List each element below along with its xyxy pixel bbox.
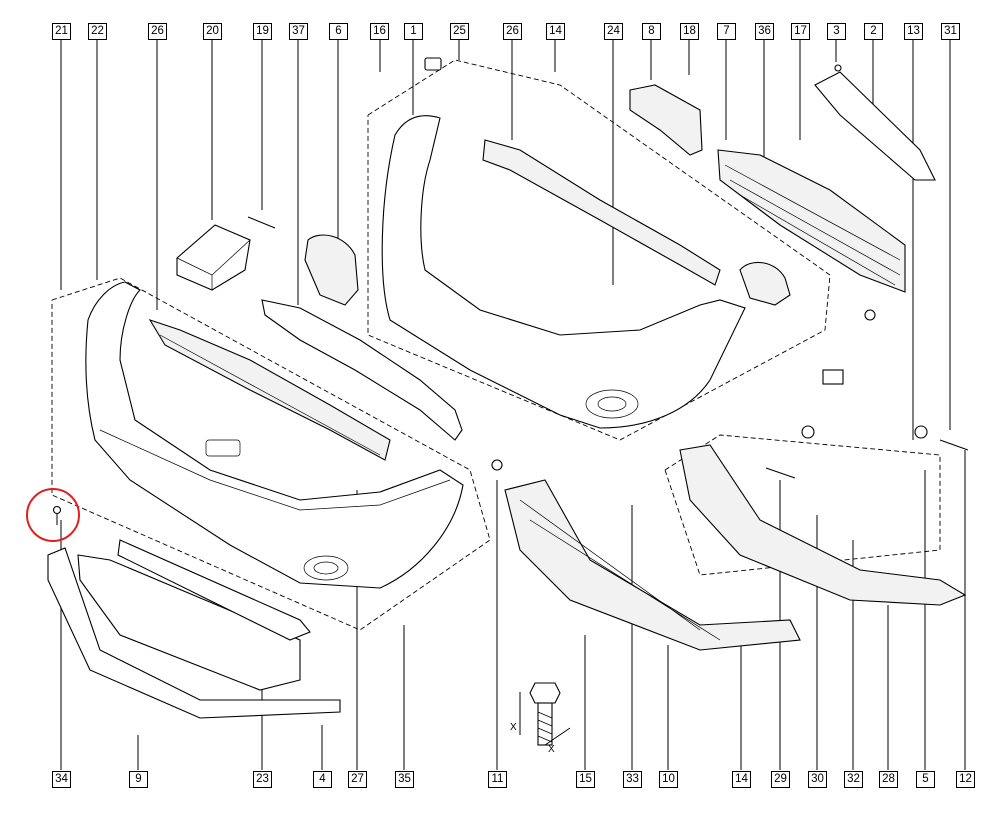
callout-top-14[interactable]: 14 <box>546 23 565 40</box>
lower-reinforcement-beam <box>679 444 967 606</box>
callout-bottom-10[interactable]: 10 <box>659 771 678 788</box>
impact-absorber-right <box>482 139 721 286</box>
callout-top-21[interactable]: 21 <box>52 23 71 40</box>
lower-lip-spoiler <box>47 547 341 719</box>
callout-top-22[interactable]: 22 <box>88 23 107 40</box>
callout-top-31[interactable]: 31 <box>941 23 960 40</box>
callout-bottom-34[interactable]: 34 <box>52 771 71 788</box>
callout-top-8[interactable]: 8 <box>642 23 661 40</box>
bumper-rear-view <box>381 115 746 429</box>
callout-top-20[interactable]: 20 <box>203 23 222 40</box>
callout-top-18[interactable]: 18 <box>680 23 699 40</box>
callout-top-16[interactable]: 16 <box>370 23 389 40</box>
callout-top-7[interactable]: 7 <box>717 23 736 40</box>
callout-bottom-28[interactable]: 28 <box>879 771 898 788</box>
callout-bottom-33[interactable]: 33 <box>623 771 642 788</box>
callout-top-24[interactable]: 24 <box>604 23 623 40</box>
dimension-x-horizontal: X <box>548 744 555 755</box>
callout-bottom-27[interactable]: 27 <box>348 771 367 788</box>
callout-top-37[interactable]: 37 <box>289 23 308 40</box>
callout-top-13[interactable]: 13 <box>904 23 923 40</box>
top-leader-lines <box>60 40 951 440</box>
callout-bottom-30[interactable]: 30 <box>808 771 827 788</box>
callout-top-17[interactable]: 17 <box>791 23 810 40</box>
callout-bottom-23[interactable]: 23 <box>253 771 272 788</box>
callout-bottom-14[interactable]: 14 <box>732 771 751 788</box>
lower-skid-plate <box>77 539 311 691</box>
callout-top-26[interactable]: 26 <box>148 23 167 40</box>
side-bracket <box>629 84 703 156</box>
impact-absorber-left <box>148 319 391 461</box>
dimension-x-vertical: X <box>510 722 517 733</box>
assembly-outline-lower <box>664 434 941 576</box>
callout-bottom-4[interactable]: 4 <box>313 771 332 788</box>
callout-bottom-5[interactable]: 5 <box>916 771 935 788</box>
fasteners <box>52 57 969 525</box>
callout-top-36[interactable]: 36 <box>755 23 774 40</box>
callout-bottom-11[interactable]: 11 <box>488 771 507 788</box>
fog-bezel-right <box>739 261 791 306</box>
callout-top-1[interactable]: 1 <box>404 23 423 40</box>
clip-kit-box <box>176 224 251 291</box>
callout-top-6[interactable]: 6 <box>329 23 348 40</box>
front-bumper-cover <box>85 281 464 589</box>
fog-bezel-left <box>304 234 359 306</box>
assembly-outline-rear <box>367 59 831 441</box>
mount-bracket <box>814 71 936 181</box>
callout-top-25[interactable]: 25 <box>450 23 469 40</box>
callout-top-3[interactable]: 3 <box>827 23 846 40</box>
grille-trim-strip <box>261 299 463 441</box>
callout-top-19[interactable]: 19 <box>253 23 272 40</box>
bolt-dimension-detail: X X <box>510 682 571 755</box>
callout-bottom-9[interactable]: 9 <box>129 771 148 788</box>
callout-bottom-32[interactable]: 32 <box>844 771 863 788</box>
callout-bottom-29[interactable]: 29 <box>771 771 790 788</box>
lower-grille-panel <box>717 149 906 293</box>
callout-bottom-15[interactable]: 15 <box>576 771 595 788</box>
callout-top-2[interactable]: 2 <box>864 23 883 40</box>
lower-support-frame <box>504 479 801 651</box>
callout-bottom-12[interactable]: 12 <box>956 771 975 788</box>
callout-bottom-35[interactable]: 35 <box>395 771 414 788</box>
callout-top-26[interactable]: 26 <box>503 23 522 40</box>
highlight-circle <box>26 488 80 542</box>
